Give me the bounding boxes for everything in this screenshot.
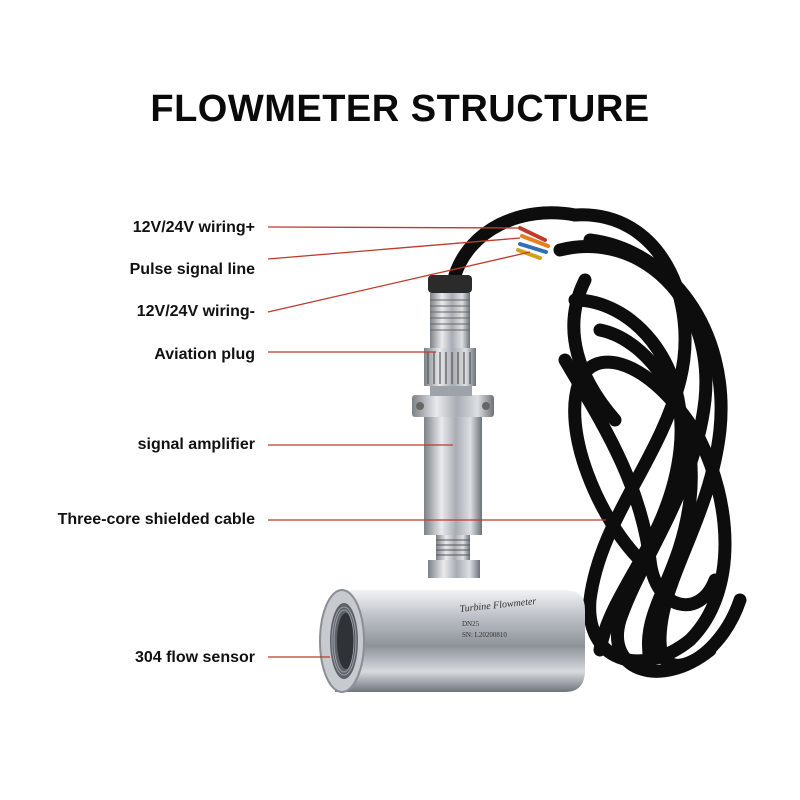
threaded-neck [428,535,480,578]
amplifier-body [424,417,482,535]
cable-coils [448,206,747,678]
sensor-pipe [319,589,585,693]
wire-ends [516,226,550,260]
label-wiring-minus: 12V/24V wiring- [136,303,255,320]
leader-lines [267,226,606,658]
label-pulse-signal: Pulse signal line [129,261,255,278]
leader-wiring-plus [267,226,521,229]
marking-model: DN25 [462,620,480,628]
leader-pulse-signal [267,237,521,260]
label-aviation-plug: Aviation plug [154,346,255,363]
page-title: FLOWMETER STRUCTURE [150,88,650,130]
aviation-plug-shape [424,275,476,386]
leader-wiring-minus [267,251,531,313]
label-signal-amplifier: signal amplifier [137,436,255,453]
flange-shape [412,386,494,417]
label-shielded-cable: Three-core shielded cable [57,511,255,528]
label-flow-sensor: 304 flow sensor [134,649,255,666]
label-wiring-plus: 12V/24V wiring+ [132,219,255,236]
marking-serial: SN: L20200810 [462,631,507,639]
